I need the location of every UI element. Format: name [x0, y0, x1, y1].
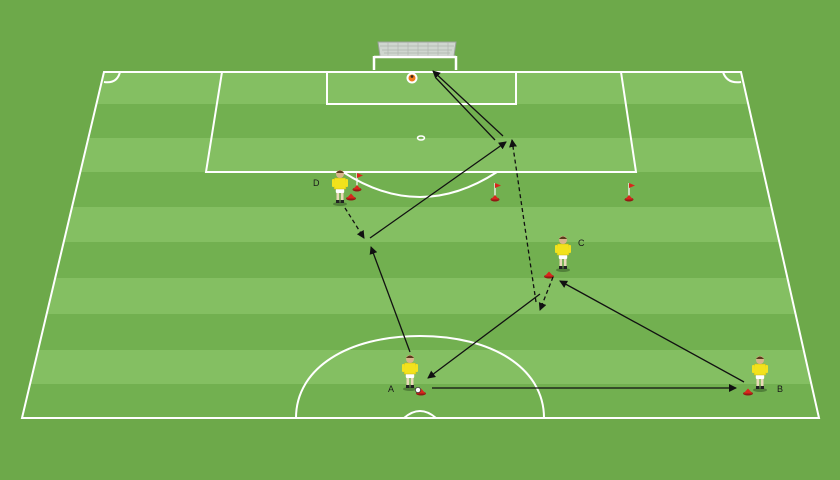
run-c-short [538, 276, 554, 311]
shot-line-2 [435, 77, 496, 141]
center-circle [295, 334, 545, 419]
player-label-c: C [578, 238, 585, 248]
penalty-arc [342, 171, 498, 198]
pass-c-to-a [427, 293, 541, 379]
goal-area [326, 72, 517, 105]
pass-to-c-run [369, 141, 507, 239]
center-spot-arc [403, 410, 437, 419]
corner-arc-right [722, 71, 742, 84]
pitch-boundary [20, 71, 821, 419]
run-c-to-box [509, 139, 537, 303]
player-label-b: B [777, 384, 783, 394]
goalkeeper [406, 72, 418, 84]
corner-arc-left [103, 71, 121, 84]
pass-arrows [369, 70, 745, 392]
pitch-stripes [22, 72, 819, 418]
ball [415, 387, 421, 393]
pitch-markings [20, 71, 821, 419]
run-arrows-dashed [344, 139, 554, 311]
player-label-d: D [313, 178, 320, 188]
pass-b-to-c [559, 280, 745, 383]
run-a-forward [369, 246, 411, 353]
penalty-area [204, 71, 638, 173]
run-d [344, 207, 365, 239]
shot-line-1 [432, 70, 504, 137]
goal [372, 41, 458, 70]
penalty-spot [416, 135, 426, 141]
player-label-a: A [388, 384, 394, 394]
